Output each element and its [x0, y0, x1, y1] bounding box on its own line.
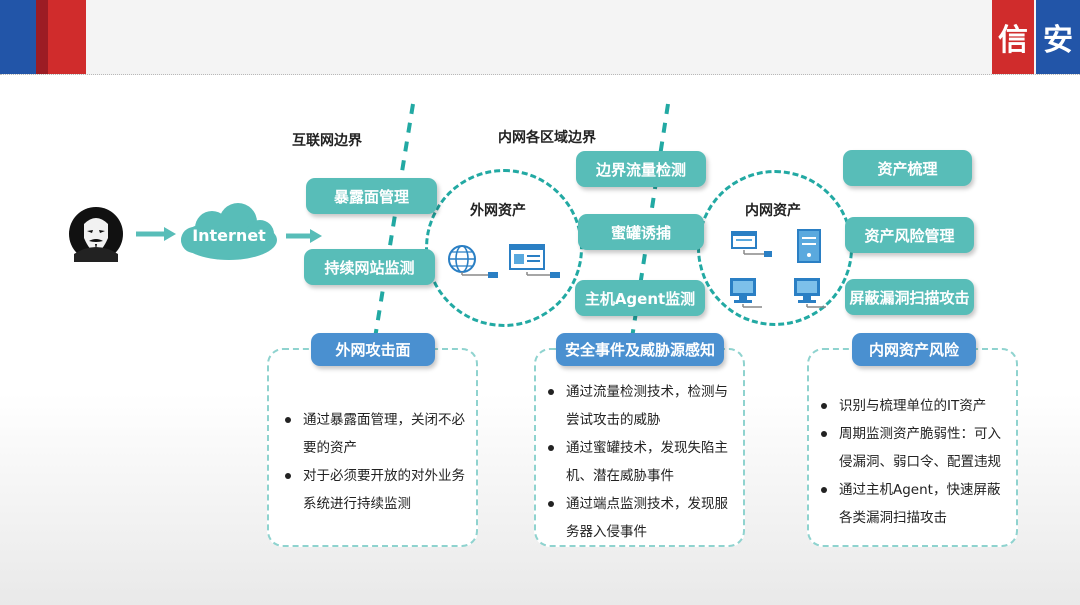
list-item: 通过蜜罐技术，发现失陷主机、潜在威胁事件 [546, 434, 742, 490]
list-item-line: 通过暴露面管理，关闭不必 [303, 412, 465, 428]
list-item: 对于必须要开放的对外业务系统进行持续监测 [283, 462, 473, 518]
list-item-line: 通过端点监测技术，发现服 [566, 496, 728, 512]
list-item-line: 侵漏洞、弱口令、配置违规 [839, 454, 1001, 470]
outer-assets-label: 外网资产 [470, 203, 526, 219]
list-item-line: 各类漏洞扫描攻击 [839, 510, 947, 526]
inner-boundary-label: 内网各区域边界 [498, 130, 596, 146]
list-item-line: 通过蜜罐技术，发现失陷主 [566, 440, 728, 456]
brand-char-xin-text: 信 [998, 23, 1028, 58]
list-item: 通过流量检测技术，检测与尝试攻击的威胁 [546, 378, 742, 434]
list-item-line: 机、潜在威胁事件 [566, 468, 674, 484]
arrow-internet-to-targets [286, 229, 322, 243]
panel-external-attack-surface: 通过暴露面管理，关闭不必要的资产 对于必须要开放的对外业务系统进行持续监测 [267, 348, 478, 547]
list-item: 通过端点监测技术，发现服务器入侵事件 [546, 490, 742, 546]
panel-1-title: 外网攻击面 [311, 333, 435, 366]
list-item-line: 通过主机Agent，快速屏蔽 [839, 482, 1001, 498]
desktop-pc-icon-left [728, 276, 768, 310]
arrow-attacker-to-internet [136, 227, 176, 241]
list-item-line: 要的资产 [303, 440, 357, 456]
honeypot-box: 蜜罐诱捕 [578, 214, 704, 250]
internet-label: Internet [192, 226, 266, 245]
list-item: 通过暴露面管理，关闭不必要的资产 [283, 406, 473, 462]
header-accent-red [48, 0, 86, 74]
block-vuln-scan-box: 屏蔽漏洞扫描攻击 [845, 279, 974, 315]
list-item-line: 尝试攻击的威胁 [566, 412, 661, 428]
internet-cloud: Internet [178, 202, 280, 266]
panel-3-title: 内网资产风险 [852, 333, 976, 366]
border-traffic-detection-box: 边界流量检测 [576, 151, 706, 187]
host-agent-monitoring-box: 主机Agent监测 [575, 280, 705, 316]
server-tower-icon [796, 228, 826, 268]
inner-assets-label: 内网资产 [745, 203, 801, 219]
asset-sorting-box: 资产梳理 [843, 150, 972, 186]
brand-char-an-text: 安 [1043, 23, 1073, 58]
list-item-line: 务器入侵事件 [566, 524, 647, 540]
list-item-line: 系统进行持续监测 [303, 496, 411, 512]
list-item: 识别与梳理单位的IT资产 [819, 392, 1015, 420]
asset-risk-management-box: 资产风险管理 [845, 217, 974, 253]
list-item-line: 识别与梳理单位的IT资产 [839, 398, 987, 414]
desktop-pc-icon-right [792, 276, 832, 310]
list-item-line: 对于必须要开放的对外业务 [303, 468, 465, 484]
panel-2-list: 通过流量检测技术，检测与尝试攻击的威胁 通过蜜罐技术，发现失陷主机、潜在威胁事件… [546, 378, 742, 546]
header-accent-blue [0, 0, 36, 74]
header-accent-darkred [36, 0, 48, 74]
brand-char-xin: 信 [992, 0, 1034, 74]
anonymous-mask-icon [68, 206, 124, 262]
brand-char-an: 安 [1036, 0, 1080, 74]
list-item: 通过主机Agent，快速屏蔽各类漏洞扫描攻击 [819, 476, 1015, 532]
exposure-management-box: 暴露面管理 [306, 178, 437, 214]
internet-boundary-line [373, 103, 415, 339]
panel-security-events: 通过流量检测技术，检测与尝试攻击的威胁 通过蜜罐技术，发现失陷主机、潜在威胁事件… [534, 348, 745, 547]
monitor-icon [730, 230, 774, 260]
site-monitoring-box: 持续网站监测 [304, 249, 435, 285]
panel-1-list: 通过暴露面管理，关闭不必要的资产 对于必须要开放的对外业务系统进行持续监测 [283, 406, 473, 518]
panel-internal-asset-risk: 识别与梳理单位的IT资产 周期监测资产脆弱性：可入侵漏洞、弱口令、配置违规 通过… [807, 348, 1018, 547]
panel-3-list: 识别与梳理单位的IT资产 周期监测资产脆弱性：可入侵漏洞、弱口令、配置违规 通过… [819, 392, 1015, 532]
list-item: 周期监测资产脆弱性：可入侵漏洞、弱口令、配置违规 [819, 420, 1015, 476]
list-item-line: 周期监测资产脆弱性：可入 [839, 426, 1001, 442]
internet-boundary-label: 互联网边界 [292, 133, 362, 149]
header-bar [0, 0, 1080, 75]
web-window-icon [508, 243, 562, 279]
globe-server-icon [446, 243, 500, 279]
list-item-line: 通过流量检测技术，检测与 [566, 384, 728, 400]
panel-2-title: 安全事件及威胁源感知 [556, 333, 724, 366]
